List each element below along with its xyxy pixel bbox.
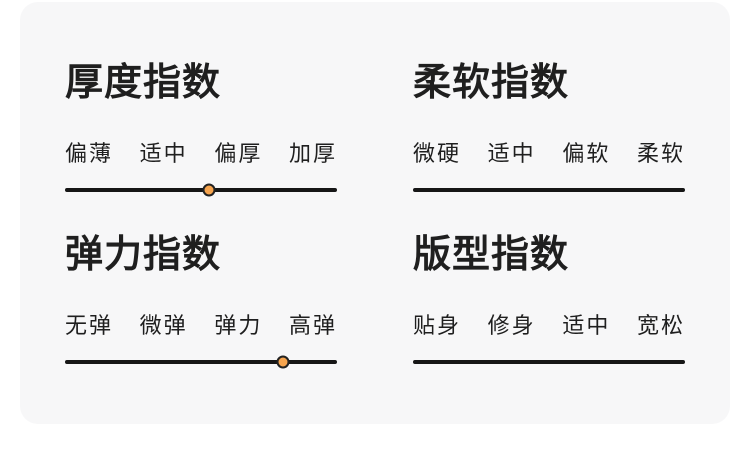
level-label: 贴身	[413, 313, 462, 338]
level-label: 无弹	[65, 313, 114, 338]
level-label: 偏厚	[214, 141, 263, 166]
slider-dot-indicator	[202, 183, 216, 197]
level-label: 适中	[562, 313, 611, 338]
level-label: 高弹	[288, 313, 337, 338]
level-label: 修身	[487, 313, 536, 338]
level-label: 柔软	[636, 141, 685, 166]
slider-line	[65, 360, 337, 364]
index-title: 厚度指数	[65, 62, 222, 104]
slider-track	[65, 353, 337, 371]
level-label: 适中	[487, 141, 536, 166]
level-label: 偏薄	[65, 141, 114, 166]
slider-line	[65, 188, 337, 192]
index-title: 版型指数	[413, 234, 570, 276]
product-index-card: 厚度指数 偏薄 适中 偏厚 加厚 柔软指数 微硬 适中 偏软 柔软 弹力指数 无…	[20, 2, 730, 424]
level-label: 宽松	[636, 313, 685, 338]
level-label: 弹力	[214, 313, 263, 338]
level-label: 偏软	[562, 141, 611, 166]
index-title: 弹力指数	[65, 234, 222, 276]
level-labels-row: 贴身 修身 适中 宽松	[413, 315, 685, 337]
level-label: 微弹	[139, 313, 188, 338]
index-section-softness: 柔软指数 微硬 适中 偏软 柔软	[413, 64, 685, 199]
index-title: 柔软指数	[413, 62, 570, 104]
level-labels-row: 偏薄 适中 偏厚 加厚	[65, 143, 337, 165]
level-label: 微硬	[413, 141, 462, 166]
index-section-fit: 版型指数 贴身 修身 适中 宽松	[413, 236, 685, 371]
slider-dot-indicator	[276, 355, 290, 369]
slider-track	[65, 181, 337, 199]
slider-line	[413, 188, 685, 192]
slider-track	[413, 181, 685, 199]
index-section-thickness: 厚度指数 偏薄 适中 偏厚 加厚	[65, 64, 337, 199]
level-labels-row: 无弹 微弹 弹力 高弹	[65, 315, 337, 337]
index-section-elasticity: 弹力指数 无弹 微弹 弹力 高弹	[65, 236, 337, 371]
level-label: 加厚	[288, 141, 337, 166]
slider-track	[413, 353, 685, 371]
level-labels-row: 微硬 适中 偏软 柔软	[413, 143, 685, 165]
level-label: 适中	[139, 141, 188, 166]
slider-line	[413, 360, 685, 364]
